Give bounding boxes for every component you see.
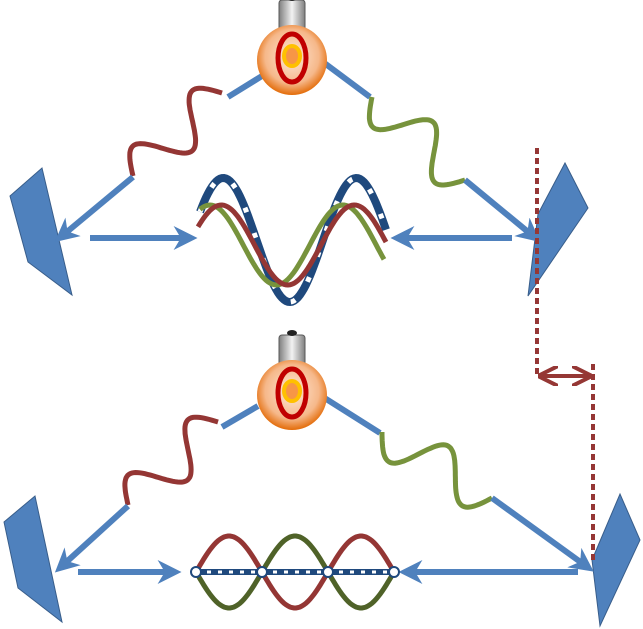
red-standing-wave [193, 533, 397, 611]
red-component-wave [195, 202, 389, 288]
mirror-icon [9, 167, 73, 297]
bulb-ring-outer [275, 366, 309, 420]
mirror-icon [527, 161, 589, 297]
arrow-icon [54, 174, 135, 243]
bulb-ring-outer [275, 31, 309, 85]
top-setup [9, 0, 589, 307]
node-point [322, 566, 334, 578]
green-component-wave [198, 202, 387, 288]
bottom-setup [3, 330, 641, 628]
mirror-icon [591, 492, 641, 628]
light-ray [226, 73, 264, 100]
light-bulb-icon [257, 330, 327, 430]
arrow-icon [463, 177, 541, 243]
node-point [388, 566, 400, 578]
node-point [190, 566, 202, 578]
red-wave [122, 414, 219, 506]
green-wave [379, 432, 494, 510]
bulb-tip [288, 0, 296, 1]
path-difference-marker [535, 148, 595, 560]
light-ray [220, 403, 260, 430]
green-wave [366, 96, 466, 188]
node-point [256, 566, 268, 578]
bulb-tip [287, 330, 297, 336]
arrow-icon [54, 503, 131, 573]
arrow-icon [490, 495, 594, 572]
mirror-icon [3, 495, 63, 624]
bulb-filament [282, 44, 302, 68]
light-ray [321, 59, 372, 100]
green-standing-wave [193, 533, 397, 611]
combined-wave-dots [197, 175, 389, 305]
bulb-filament [282, 379, 302, 403]
red-wave [127, 85, 223, 177]
light-bulb-icon [257, 0, 327, 95]
light-ray [321, 394, 382, 436]
